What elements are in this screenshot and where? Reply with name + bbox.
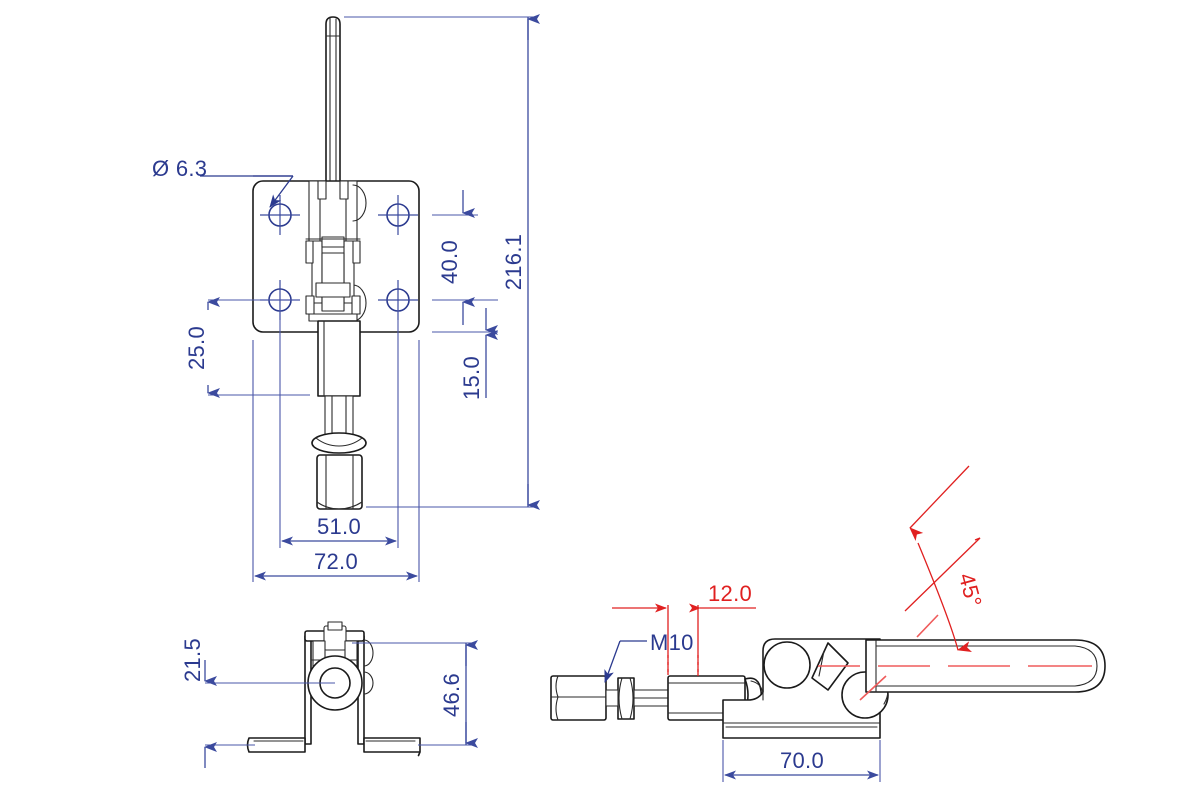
- assembly-view: 45° M10 12.0: [550, 465, 1106, 782]
- front-view: Ø 6.3 25.0 40.0: [152, 14, 540, 582]
- dimension-body-height: 46.6: [352, 640, 478, 748]
- assembly-spindle: [550, 675, 762, 721]
- dimension-plate-bottom-offset: 15.0: [432, 308, 498, 400]
- dimension-overall-height: 216.1: [344, 14, 540, 510]
- side-view: 21.5 46.6: [180, 621, 478, 768]
- dimension-plate-width: 72.0: [252, 340, 420, 582]
- side-body: [246, 621, 421, 757]
- plate-bottom-offset-label: 15.0: [459, 356, 484, 400]
- dimension-hole-pitch-vertical: 40.0: [432, 190, 498, 325]
- assembly-angle-reference-line: [859, 537, 981, 701]
- dimension-hole-pitch-horizontal: 51.0: [279, 310, 399, 548]
- mounting-hole-top-right: [378, 195, 418, 235]
- hole-pitch-horizontal-label: 51.0: [317, 514, 361, 539]
- front-spindle: [311, 320, 367, 510]
- hole-pitch-vertical-label: 40.0: [437, 240, 462, 284]
- body-height-label: 46.6: [439, 673, 464, 717]
- dimension-handle-angle: 45°: [909, 465, 987, 652]
- dimension-hole-diameter: Ø 6.3: [152, 156, 294, 208]
- handle-angle-label: 45°: [954, 570, 987, 609]
- pivot-height-label: 21.5: [180, 638, 205, 682]
- base-length-label: 70.0: [780, 748, 824, 773]
- thread-spec-label: M10: [650, 630, 694, 655]
- overall-height-label: 216.1: [501, 234, 526, 291]
- plate-width-label: 72.0: [314, 549, 358, 574]
- dimension-base-length: 70.0: [722, 740, 881, 782]
- spindle-stroke-label: 12.0: [708, 581, 752, 606]
- dimension-pivot-height: 21.5: [180, 638, 335, 768]
- dimension-spindle-stroke: 12.0: [612, 581, 756, 676]
- dimension-spindle-projection: 25.0: [184, 297, 310, 398]
- front-handle-rod: [325, 16, 341, 183]
- dimension-thread-spec: M10: [604, 630, 694, 683]
- spindle-projection-label: 25.0: [184, 326, 209, 370]
- hole-diameter-label: Ø 6.3: [152, 156, 207, 181]
